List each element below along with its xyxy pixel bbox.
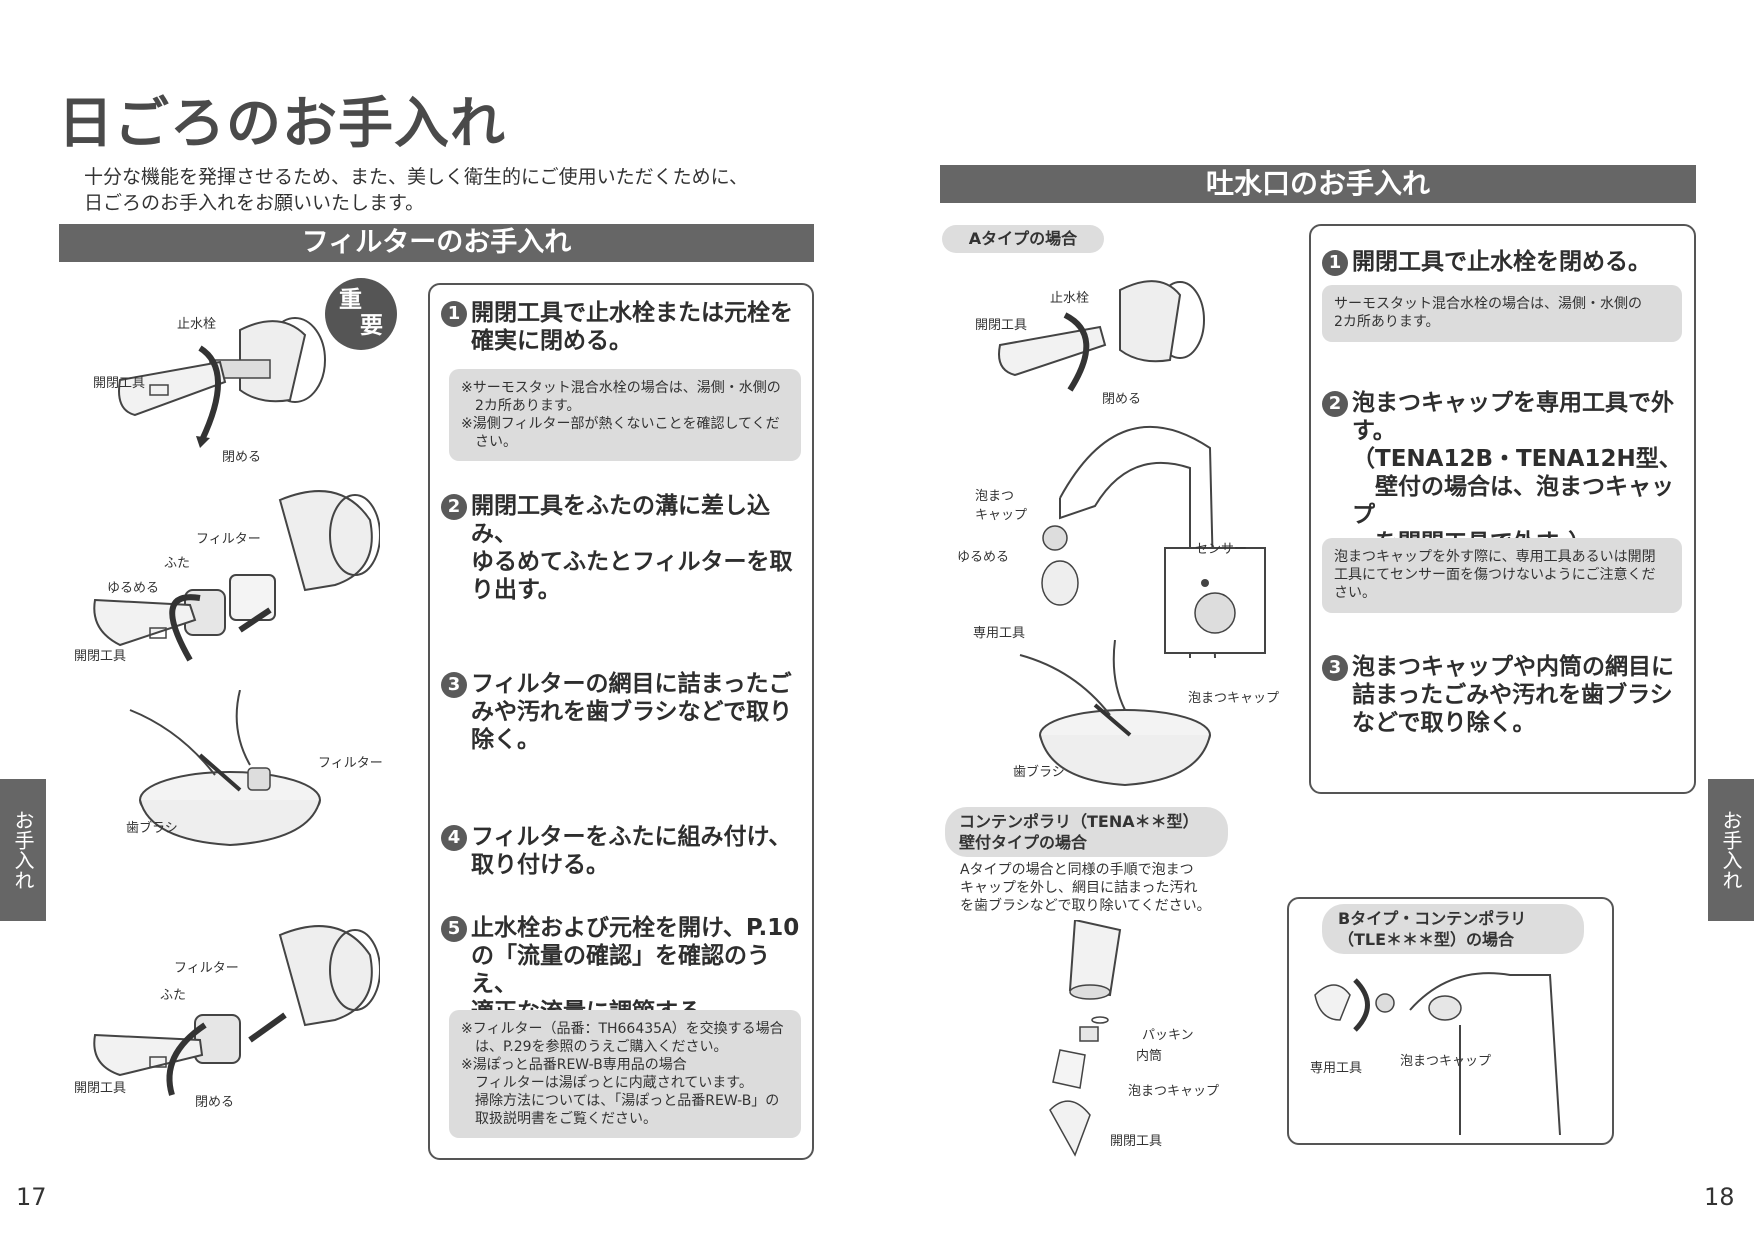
- label-yurumeru: ゆるめる: [957, 550, 1010, 565]
- spout-step-1: 1 開閉工具で止水栓を閉める。: [1322, 248, 1692, 276]
- illustration-b-type: [1314, 972, 1561, 1136]
- illustration-remove-filter: [93, 490, 380, 662]
- label-yurumeru: ゆるめる: [107, 581, 160, 596]
- filter-note-1: ※サーモスタット混合水栓の場合は、湯側・水側の 2カ所あります。 ※湯側フィルタ…: [449, 369, 801, 461]
- illustration-a-close-valve: [998, 280, 1205, 392]
- page-number-left: 17: [16, 1183, 47, 1211]
- label-awamatsu-cap: 泡まつキャップ: [1188, 691, 1280, 706]
- label-shisuisen: 止水栓: [177, 317, 217, 332]
- filter-step-1: 1 開閉工具で止水栓または元栓を確実に閉める。: [441, 299, 811, 355]
- spout-section-header: 吐水口のお手入れ: [940, 165, 1696, 203]
- illustration-a-faucet: [1041, 425, 1266, 658]
- label-shimeru: 閉める: [222, 450, 262, 465]
- label-filter: フィルター: [196, 532, 261, 547]
- label-senyo-kogu: 専用工具: [1310, 1061, 1363, 1076]
- contemporary-pill: コンテンポラリ（TENA＊＊型） 壁付タイプの場合: [945, 807, 1228, 857]
- label-haburashi: 歯ブラシ: [126, 821, 178, 836]
- label-kaihei-kogu: 開閉工具: [74, 649, 127, 664]
- illustration-a-brush: [1019, 640, 1211, 787]
- a-type-pill: Aタイプの場合: [942, 225, 1104, 253]
- filter-step-4: 4 フィルターをふたに組み付け、取り付ける。: [441, 823, 811, 879]
- side-tab-left: お手入れ: [0, 779, 46, 921]
- filter-section-header: フィルターのお手入れ: [59, 224, 814, 262]
- filter-note-2: ※フィルター（品番：TH66435A）を交換する場合 は、P.29を参照のうえご…: [449, 1010, 801, 1138]
- label-senyo-kogu: 専用工具: [973, 626, 1026, 641]
- contemporary-text: Aタイプの場合と同様の手順で泡まつ キャップを外し、網目に詰まった汚れ を歯ブラ…: [960, 862, 1211, 914]
- label-awamatsu-cap: 泡まつキャップ: [1128, 1084, 1220, 1099]
- filter-step-2: 2 開閉工具をふたの溝に差し込み、ゆるめてふたとフィルターを取り出す。: [441, 492, 811, 604]
- page-title: 日ごろのお手入れ: [58, 91, 507, 155]
- label-kaihei-kogu: 開閉工具: [74, 1081, 127, 1096]
- label-naito: 内筒: [1136, 1049, 1163, 1064]
- spout-step-3: 3 泡まつキャップや内筒の網目に 詰まったごみや汚れを歯ブラシ などで取り除く。: [1322, 653, 1692, 737]
- intro-text: 十分な機能を発揮させるため、また、美しく衛生的にご使用いただくために、 日ごろの…: [84, 166, 749, 214]
- label-awamatsu-cap: 泡まつ キャップ: [975, 489, 1028, 523]
- label-kaihei-kogu: 開閉工具: [1110, 1134, 1163, 1149]
- label-sensor: センサー: [1195, 542, 1248, 557]
- spout-note-2: 泡まつキャップを外す際に、専用工具あるいは開閉 工具にてセンサー面を傷つけないよ…: [1322, 538, 1682, 613]
- label-filter: フィルター: [318, 756, 383, 771]
- b-type-pill: Bタイプ・コンテンポラリ （TLE＊＊＊型）の場合: [1322, 904, 1584, 954]
- spout-note-1: サーモスタット混合水栓の場合は、湯側・水側の 2カ所あります。: [1322, 285, 1682, 342]
- label-futa: ふた: [160, 988, 187, 1003]
- illustration-exploded-parts: [1049, 920, 1122, 1157]
- label-futa: ふた: [164, 556, 191, 571]
- side-tab-right: お手入れ: [1708, 779, 1754, 921]
- illustration-reinstall-filter: [93, 925, 380, 1096]
- filter-step-3: 3 フィルターの網目に詰まったごみや汚れを歯ブラシなどで取り除く。: [441, 670, 811, 754]
- label-filter: フィルター: [174, 961, 239, 976]
- label-kaihei-kogu: 開閉工具: [975, 318, 1028, 333]
- illustration-brush-filter: [129, 690, 321, 847]
- label-shisuisen: 止水栓: [1050, 291, 1090, 306]
- illustration-close-valve: [118, 317, 326, 448]
- label-shimeru: 閉める: [195, 1095, 235, 1110]
- label-awamatsu-cap: 泡まつキャップ: [1400, 1054, 1492, 1069]
- important-badge: 重 要: [325, 278, 397, 350]
- spout-step-2: 2 泡まつキャップを専用工具で外 す。 （TENA12B・TENA12H型、 壁…: [1322, 389, 1692, 557]
- label-shimeru: 閉める: [1102, 392, 1142, 407]
- label-haburashi: 歯ブラシ: [1013, 765, 1065, 780]
- page-number-right: 18: [1704, 1183, 1735, 1211]
- label-kaihei-kogu: 開閉工具: [93, 376, 146, 391]
- label-packing: パッキン: [1142, 1028, 1194, 1043]
